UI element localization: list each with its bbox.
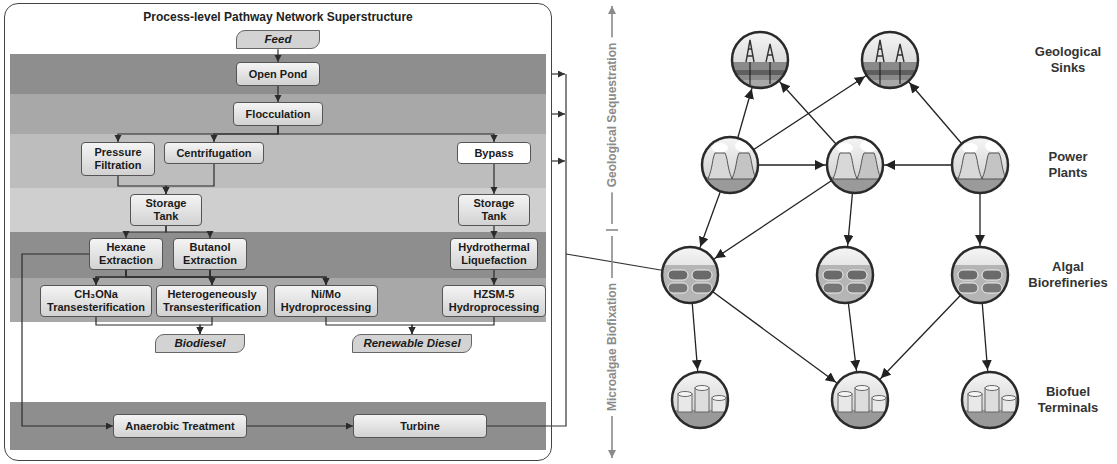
process-box: HZSM-5 Hydroprocessing [442, 285, 546, 317]
box-label: Anaerobic Treatment [125, 420, 234, 433]
process-box: Turbine [353, 414, 487, 438]
process-box: Storage Tank [130, 194, 202, 226]
box-label: Bypass [474, 147, 513, 160]
process-box: Storage Tank [458, 194, 530, 226]
process-box: Flocculation [233, 102, 323, 126]
flow-arrow [493, 164, 494, 194]
box-label: Turbine [400, 420, 440, 433]
tier-label: Algal Biorefineries [1028, 259, 1107, 290]
process-box: Ni/Mo Hydroprocessing [274, 285, 378, 317]
superstructure-panel: Process-level Pathway Network Superstruc… [4, 3, 552, 461]
flow-arrow [22, 254, 113, 426]
box-label: Centrifugation [176, 147, 251, 160]
flow-arrow [493, 226, 494, 238]
box-label: Heterogeneously Transesterification [161, 288, 263, 313]
process-box: Heterogeneously Transesterification [156, 285, 268, 317]
stream-tab: Feed [236, 30, 320, 49]
flow-arrow [96, 270, 210, 285]
box-label: Hydrothermal Liquefaction [455, 241, 533, 266]
flow-arrow [247, 425, 353, 426]
stage-bands [10, 54, 546, 450]
box-label: Pressure Filtration [86, 146, 150, 171]
flow-arrow [96, 317, 200, 334]
process-box: Open Pond [236, 62, 320, 86]
box-label: Biodiesel [174, 337, 225, 350]
box-label: Butanol Extraction [178, 241, 242, 266]
box-label: Feed [265, 33, 292, 46]
stream-tab: Renewable Diesel [352, 334, 472, 353]
box-label: HZSM-5 Hydroprocessing [447, 288, 541, 313]
flow-arrow [200, 317, 212, 334]
network-arrows [690, 60, 990, 400]
process-box: Hydrothermal Liquefaction [450, 238, 538, 270]
flow-arrow [118, 126, 278, 142]
process-box: Anaerobic Treatment [113, 414, 247, 438]
tier-label: Geological Sinks [1035, 44, 1101, 75]
flow-arrow [277, 86, 278, 102]
box-label: Storage Tank [135, 197, 197, 222]
axis-label: Geological Sequestration [604, 38, 620, 193]
flow-arrow [166, 226, 210, 238]
panel-title: Process-level Pathway Network Superstruc… [5, 4, 551, 24]
tier-label: Power Plants [1048, 149, 1087, 180]
process-box: Bypass [457, 142, 531, 164]
process-box: Butanol Extraction [173, 238, 247, 270]
box-label: CH₃ONa Transesterification [45, 288, 147, 313]
process-box: Hexane Extraction [89, 238, 163, 270]
flow-arrow [277, 49, 278, 62]
flow-arrow [278, 126, 494, 142]
flow-arrow [214, 126, 278, 142]
axis-label: Microalgae Biofixation [604, 278, 620, 416]
flow-arrow [210, 270, 326, 285]
process-box: CH₃ONa Transesterification [40, 285, 152, 317]
box-label: Flocculation [246, 108, 311, 121]
box-label: Open Pond [249, 68, 308, 81]
tier-label: Biofuel Terminals [1038, 384, 1098, 415]
flow-arrow [118, 176, 166, 194]
flow-arrow [493, 270, 494, 285]
box-label: Hexane Extraction [94, 241, 158, 266]
facility-icons [660, 30, 1020, 432]
flow-arrow [166, 164, 214, 194]
flow-arrow [126, 226, 166, 238]
process-box: Centrifugation [164, 142, 264, 164]
process-box: Pressure Filtration [81, 142, 155, 176]
flow-arrow [412, 317, 494, 334]
flow-arrow [326, 317, 412, 334]
box-label: Renewable Diesel [363, 337, 460, 350]
box-label: Storage Tank [463, 197, 525, 222]
box-label: Ni/Mo Hydroprocessing [279, 288, 373, 313]
stream-tab: Biodiesel [155, 334, 245, 353]
